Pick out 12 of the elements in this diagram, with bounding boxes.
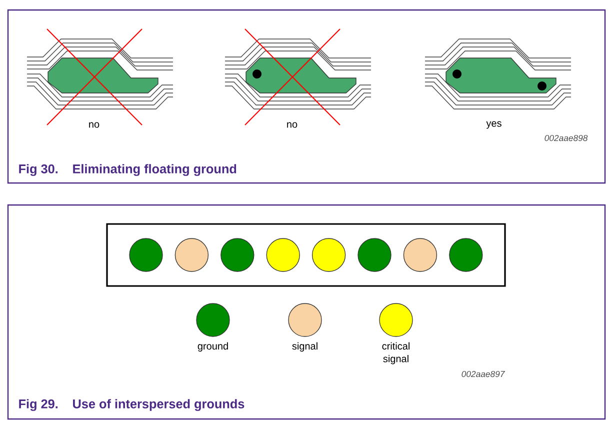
legend-label: ground — [198, 342, 228, 352]
figure-number: Fig 30. — [19, 164, 58, 176]
figure-caption: Eliminating floating ground — [73, 164, 236, 176]
figure-caption: Use of interspersed grounds — [73, 399, 244, 411]
legend-label: signal — [292, 342, 318, 352]
figure-code: 002aae898 — [544, 134, 588, 142]
verdict-label: no — [287, 122, 298, 128]
figure-code: 002aae897 — [462, 370, 505, 378]
legend-label: critical signal — [382, 342, 410, 364]
verdict-label: yes — [486, 121, 502, 129]
verdict-label: no — [89, 122, 100, 128]
figure-number: Fig 29. — [19, 399, 58, 411]
